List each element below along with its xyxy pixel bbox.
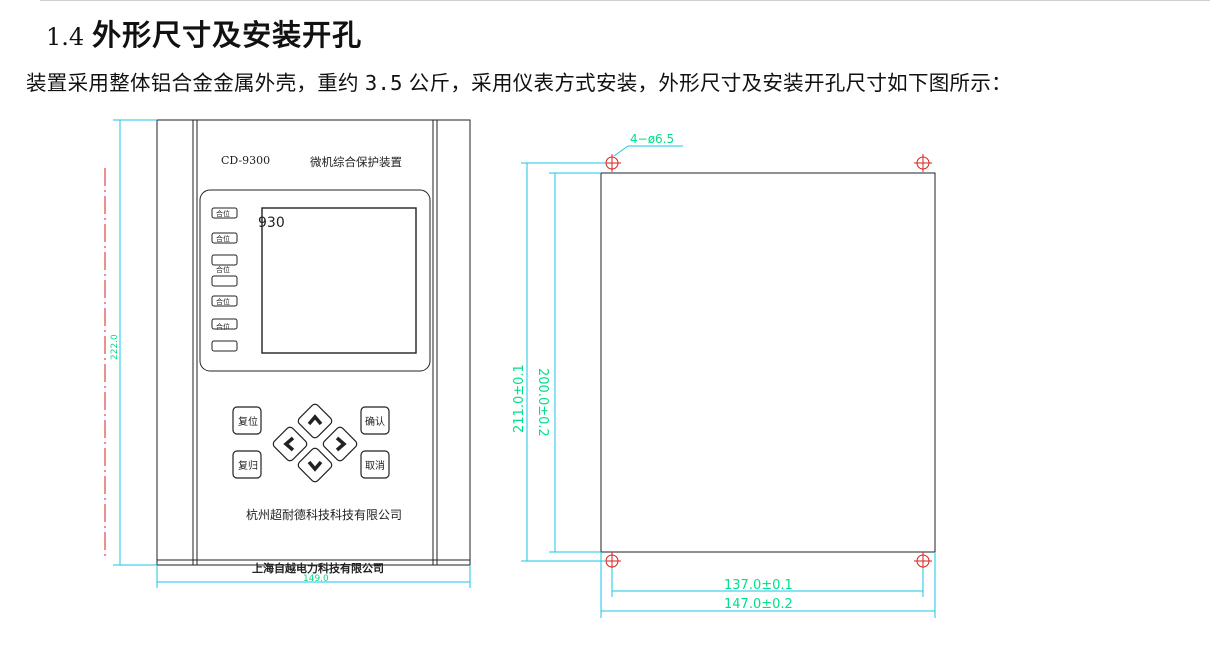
height-dim-label: 222.0 <box>110 334 120 360</box>
indicator-led-6 <box>211 318 238 330</box>
cutout-view: 4−ø6.5 211.0±0.1 200.0±0.2 137.0±0.1 147… <box>512 132 936 618</box>
paragraph-text-before: 装置采用整体铝合金金属外壳，重约 <box>26 71 359 95</box>
hole-callout-leader <box>613 145 629 157</box>
inner-width-dim-label: 137.0±0.1 <box>724 578 793 593</box>
housing-outline <box>156 119 471 566</box>
section-number: 1.4 <box>46 23 85 51</box>
confirm-button[interactable] <box>360 406 390 435</box>
width-dim-label: 149.0 <box>303 574 329 584</box>
maker-base-label: 上海自越电力科技有限公司 <box>252 561 384 575</box>
top-rule <box>40 0 1210 1</box>
indicator-label-6: 合位 <box>216 322 230 331</box>
front-view: CD-9300 微机综合保护装置 930 合位 合位 合位 合位 合位 复位 复… <box>104 119 471 588</box>
indicator-label-1: 合位 <box>216 209 230 218</box>
mounting-hole-bottom-right <box>914 552 932 570</box>
indicator-led-1 <box>211 207 238 219</box>
right-arrow-button[interactable] <box>322 426 359 463</box>
display-frame <box>199 189 431 372</box>
device-name-label: 微机综合保护装置 <box>310 155 402 169</box>
return-button[interactable] <box>232 450 262 479</box>
down-arrow-button[interactable] <box>297 447 334 484</box>
mounting-hole-top-right <box>914 154 932 172</box>
indicator-led-4 <box>211 275 238 287</box>
return-button-label: 复归 <box>238 459 258 472</box>
cancel-button[interactable] <box>360 450 390 479</box>
hole-callout-label: 4−ø6.5 <box>630 132 674 146</box>
left-arrow-button[interactable] <box>272 426 309 463</box>
left-arrow-icon <box>283 436 295 452</box>
indicator-led-7 <box>211 340 238 352</box>
maker-panel-label: 杭州超耐德科技科技有限公司 <box>246 507 402 522</box>
screen-text: 930 <box>258 215 285 231</box>
up-arrow-icon <box>307 414 323 426</box>
lcd-screen <box>261 207 417 354</box>
section-title: 外形尺寸及安装开孔 <box>92 18 363 52</box>
indicator-label-3: 合位 <box>216 265 230 274</box>
right-arrow-icon <box>335 436 347 452</box>
model-label: CD-9300 <box>221 154 270 167</box>
indicator-led-3 <box>211 254 238 266</box>
down-arrow-icon <box>307 460 323 472</box>
section-heading: 1.4 外形尺寸及安装开孔 <box>46 12 362 52</box>
indicator-led-5 <box>211 295 238 307</box>
outer-height-dim-label: 211.0±0.1 <box>512 364 527 433</box>
weight-value: 3.5 <box>364 71 403 95</box>
indicator-led-2 <box>211 232 238 244</box>
indicator-label-2: 合位 <box>216 234 230 243</box>
outer-width-dim-label: 147.0±0.2 <box>724 597 793 612</box>
reset-button[interactable] <box>232 406 262 435</box>
reset-button-label: 复位 <box>238 415 258 428</box>
cancel-button-label: 取消 <box>365 459 385 472</box>
confirm-button-label: 确认 <box>365 415 385 428</box>
inner-height-dim-label: 200.0±0.2 <box>535 368 550 437</box>
paragraph-text-after: 公斤，采用仪表方式安装，外形尺寸及安装开孔尺寸如下图所示： <box>408 71 1012 95</box>
indicator-label-5: 合位 <box>216 297 230 306</box>
dimension-drawing: CD-9300 微机综合保护装置 930 合位 合位 合位 合位 合位 复位 复… <box>104 119 936 618</box>
up-arrow-button[interactable] <box>297 403 334 440</box>
cutout-rectangle <box>600 172 936 553</box>
